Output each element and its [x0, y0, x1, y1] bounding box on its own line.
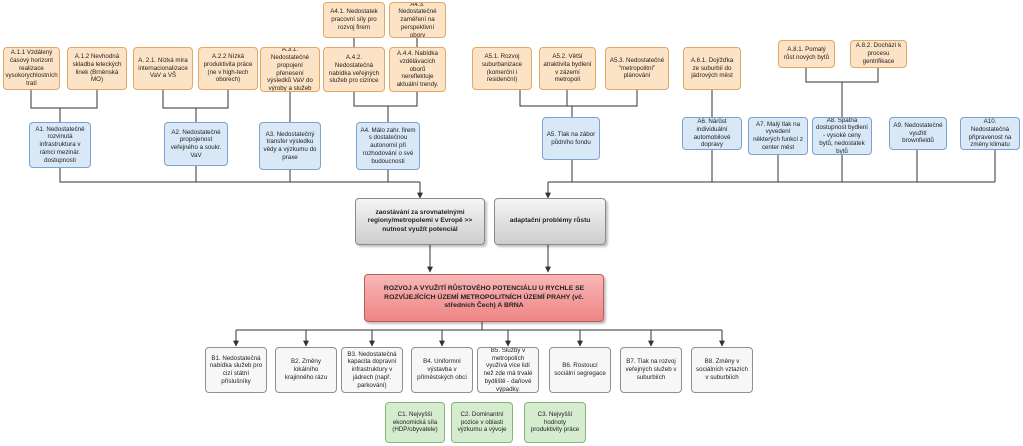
- cause-a5-2: A5.2. Větší atraktivita bydlení v zázemí…: [539, 47, 596, 90]
- cause-a8-1: A.8.1. Pomalý růst nových bytů: [778, 40, 835, 68]
- cause-a4-2: A.4.2. Nedostatečná nabídka veřejných sl…: [323, 47, 385, 92]
- core-problem: ROZVOJ A VYUŽITÍ RŮSTOVÉHO POTENCIÁLU U …: [364, 274, 604, 322]
- connector-right-bus: [548, 150, 996, 183]
- cause-a4-4: A.4.4. Nabídka vzdělávacích oborů nerefl…: [389, 47, 446, 92]
- cause-a2-2: A.2.2 Nízká produktivita práce (ne v hig…: [198, 47, 258, 90]
- connector-left-bus: [59, 166, 420, 183]
- effect-b6: B6. Rostoucí sociální segregace: [549, 347, 611, 393]
- middle-box-left: zaostávání za srovnatelnými regiony/metr…: [355, 198, 485, 245]
- cause-a8-2: A.8.2. Dochází k procesu gentrifikace: [850, 40, 907, 68]
- connector-a8-group: [805, 68, 879, 117]
- problem-a5: A5. Tlak na zábor půdního fondu: [542, 117, 600, 160]
- cause-a2-1: A. 2.1. Nízká míra internacionalizace Va…: [133, 47, 193, 90]
- problem-a3: A3. Nedostatečný transfer výsledku vědy …: [259, 122, 321, 170]
- outcome-c3: C3. Nejvyšší hodnoty produktivity práce: [524, 402, 586, 443]
- effect-b2: B2. Změny lokálního krajinného rázu: [275, 347, 337, 393]
- effect-b4: B4. Uniformní výstavba v příměstských ob…: [411, 347, 473, 393]
- problem-a8: A8. Špatná dostupnost bydlení - vysoké c…: [812, 117, 872, 155]
- middle-box-right: adaptační problémy růstu: [494, 198, 606, 245]
- connector-a1-group: [30, 90, 98, 122]
- cause-a4-1: A4.1. Nedostatek pracovní síly pro rozvo…: [323, 2, 385, 38]
- problem-a7: A7. Malý tlak na vyvedení některých funk…: [748, 117, 808, 155]
- problem-a1: A1. Nedostatečně rozvinutá infrastruktur…: [29, 122, 91, 168]
- cause-a6-1: A.6.1. Dojížďka ze suburbií do jádrových…: [683, 47, 741, 90]
- cause-a1-2: A.1.2 Nevhodná skladba leteckých linek (…: [67, 47, 127, 90]
- effect-b7: B7. Tlak na rozvoj veřejných služeb v su…: [620, 347, 682, 393]
- connector-a2-group: [162, 90, 229, 122]
- cause-a5-1: A5.1. Rozvoj suburbanizace (komerční i r…: [472, 47, 532, 90]
- effect-b3: B3. Nedostatečná kapacita dopravní infra…: [341, 347, 403, 393]
- cause-a1-1: A.1.1 Vzdálený časový horizont realizace…: [3, 47, 60, 90]
- cause-a4-3: A4.3. Nedostatečné zaměření na perspekti…: [389, 2, 446, 38]
- connector-a4-group: [353, 92, 418, 122]
- effect-b8: B8. Změny v sociálních vztazích v suburb…: [691, 347, 753, 393]
- effect-b1: B1. Nedostatečná nabídka služeb pro cizí…: [205, 347, 267, 393]
- outcome-c1: C1. Nejvyšší ekonomická síla (HDP/obyvat…: [385, 402, 445, 443]
- connector-a4-top: [353, 38, 418, 47]
- connector-core-to-effects: [236, 322, 722, 331]
- problem-a2: A2. Nedostatečné propojenost veřejného a…: [164, 122, 228, 166]
- problem-a6: A6. Nárůst individuální automobilové dop…: [682, 117, 742, 150]
- cause-a5-3: A5.3. Nedostatečné "metropolitní" plánov…: [605, 47, 669, 90]
- outcome-c2: C2. Dominantní pozice v oblasti výzkumu …: [451, 402, 513, 443]
- effect-b5: B5. Služby v metropolích využívá více li…: [477, 347, 539, 393]
- problem-a4: A4. Málo zahr. firem s dostatečnou auton…: [356, 122, 420, 170]
- problem-a9: A9. Nedostatečné využití brownfieldů: [889, 117, 947, 150]
- problem-a10: A10. Nedostatečná připravenost na změny …: [960, 117, 1020, 150]
- cause-a3-1: A.3.1. Nedostatečné propojení přenesení …: [260, 47, 320, 92]
